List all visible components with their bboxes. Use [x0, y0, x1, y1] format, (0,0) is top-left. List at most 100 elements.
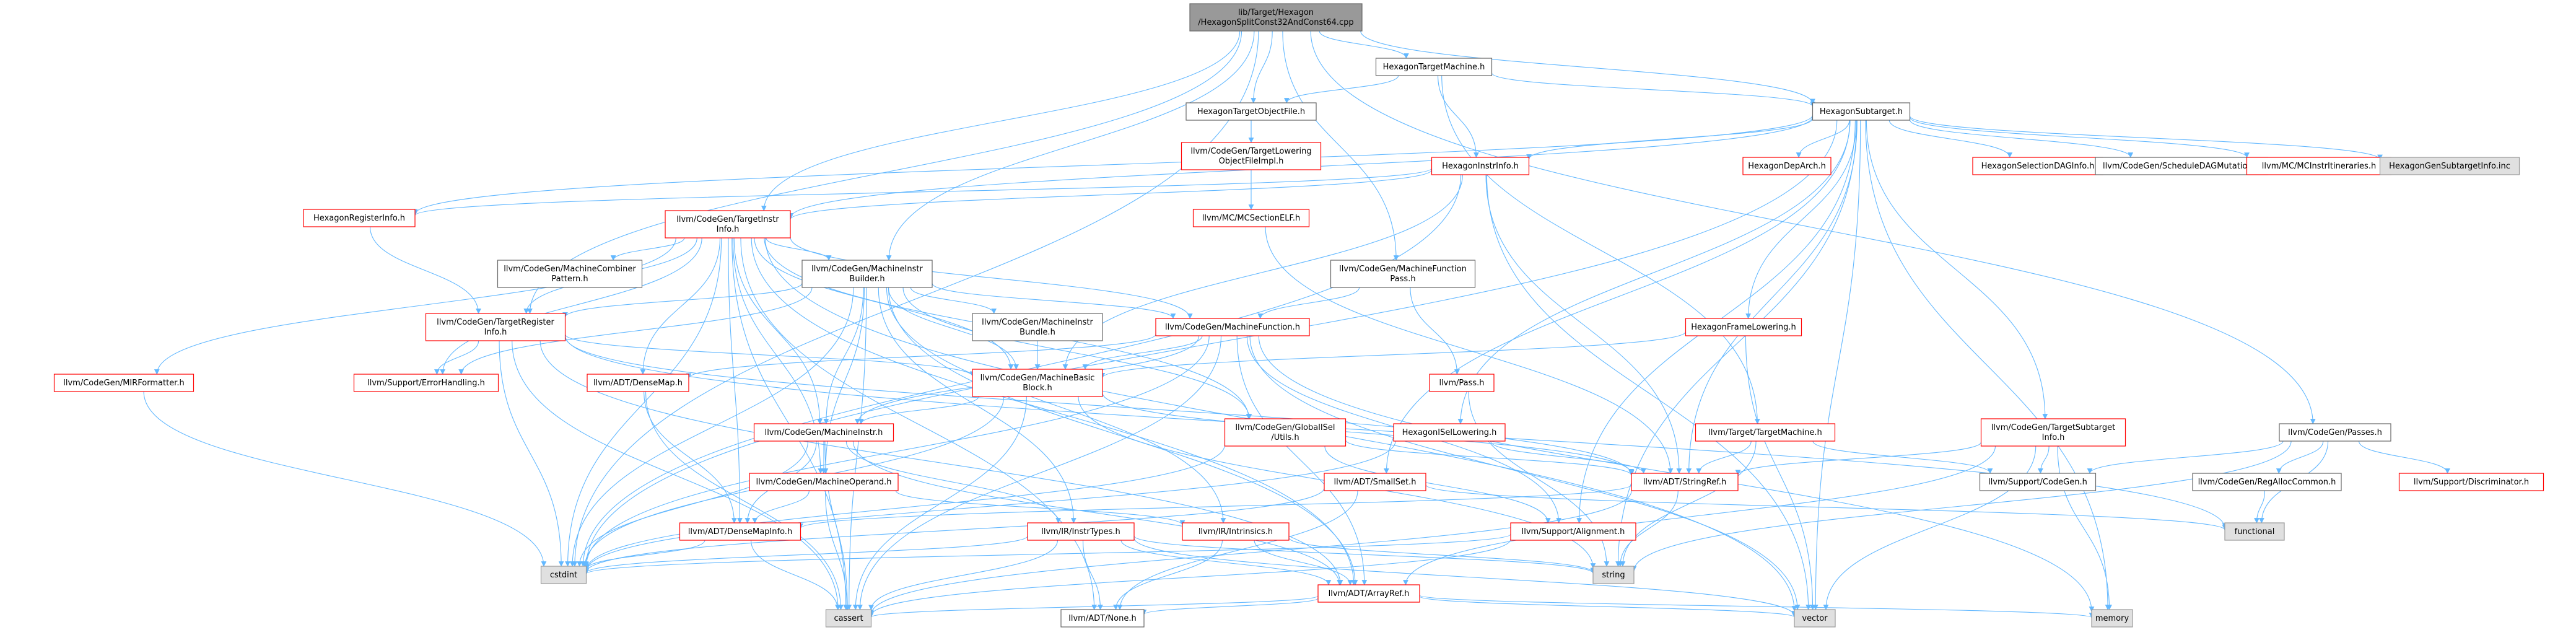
- node-label: llvm/CodeGen/MachineCombiner: [504, 265, 636, 274]
- node-mo[interactable]: llvm/CodeGen/MachineOperand.h: [749, 473, 899, 491]
- node-none[interactable]: llvm/ADT/None.h: [1060, 609, 1145, 628]
- node-mcinstrit[interactable]: llvm/MC/MCInstrItineraries.h: [2246, 157, 2392, 175]
- node-hri[interactable]: HexagonRegisterInfo.h: [303, 209, 416, 227]
- node-hii[interactable]: HexagonInstrInfo.h: [1431, 157, 1530, 175]
- node-label: llvm/CodeGen/TargetSubtarget: [1991, 423, 2115, 432]
- node-hseldag[interactable]: HexagonSelectionDAGInfo.h: [1972, 157, 2103, 175]
- edge-tsi-to-supcg: [2037, 445, 2050, 474]
- node-box: [679, 522, 801, 541]
- edge-mib-to-mibundle: [910, 287, 997, 314]
- node-label: lib/Target/Hexagon: [1238, 8, 1314, 17]
- edge-mf-to-arrayref: [1236, 335, 1368, 585]
- edge-mbb-to-stringref: [1102, 393, 1635, 475]
- edge-mbb-to-mi: [858, 396, 979, 424]
- node-label: Info.h: [2042, 433, 2065, 442]
- node-hst[interactable]: HexagonSubtarget.h: [1812, 102, 1911, 121]
- node-densemap[interactable]: llvm/ADT/DenseMap.h: [587, 374, 689, 392]
- node-label: llvm/IR/InstrTypes.h: [1041, 527, 1120, 536]
- node-supcg[interactable]: llvm/Support/CodeGen.h: [1979, 473, 2097, 491]
- edge-passes-to-string: [1631, 440, 2292, 572]
- node-align[interactable]: llvm/Support/Alignment.h: [1510, 522, 1636, 541]
- node-label: llvm/Support/ErrorHandling.h: [367, 379, 485, 388]
- edge-hst-to-hdeparch: [1796, 120, 1850, 158]
- node-label: Info.h: [484, 328, 507, 337]
- node-box: [2091, 609, 2133, 628]
- node-pass[interactable]: llvm/Pass.h: [1429, 374, 1495, 392]
- node-gisel[interactable]: llvm/CodeGen/GlobalISel/Utils.h: [1224, 418, 1347, 447]
- node-passes[interactable]: llvm/CodeGen/Passes.h: [2279, 423, 2391, 442]
- node-label: llvm/Support/Discriminator.h: [2414, 478, 2529, 487]
- node-label: llvm/CodeGen/MachineInstr.h: [765, 428, 883, 437]
- edge-root-to-hst: [1360, 30, 1815, 105]
- edge-mf-to-cstdint: [583, 335, 1210, 567]
- edge-mib-to-errh: [458, 287, 813, 375]
- edge-mf-to-densemap: [686, 334, 1156, 379]
- node-root[interactable]: lib/Target/Hexagon/HexagonSplitConst32An…: [1189, 3, 1363, 32]
- node-mirf[interactable]: llvm/CodeGen/MIRFormatter.h: [53, 374, 194, 392]
- edge-mf-to-vector: [1249, 335, 1801, 610]
- edge-tii-to-mirf: [154, 237, 676, 375]
- node-irit[interactable]: llvm/IR/InstrTypes.h: [1027, 522, 1135, 541]
- edge-htm-to-htof: [1284, 75, 1399, 103]
- edge-layer: [143, 30, 2450, 618]
- node-cgsdagmut[interactable]: llvm/CodeGen/ScheduleDAGMutation.h: [2095, 157, 2268, 175]
- node-box: [665, 210, 791, 239]
- node-label: vector: [1802, 614, 1828, 623]
- edge-htm-to-hii: [1438, 75, 1479, 158]
- edge-mi-to-cstdint: [577, 440, 808, 567]
- edge-hst-to-stringref: [1686, 120, 1858, 474]
- node-label: llvm/ADT/StringRef.h: [1643, 478, 1726, 487]
- edge-htm-to-hst: [1491, 72, 1815, 107]
- edge-iri-to-none: [1113, 540, 1223, 610]
- node-hfl[interactable]: HexagonFrameLowering.h: [1685, 318, 1802, 336]
- node-box: [587, 374, 689, 392]
- node-ttm[interactable]: llvm/Target/TargetMachine.h: [1695, 423, 1836, 442]
- node-htm[interactable]: HexagonTargetMachine.h: [1375, 58, 1493, 76]
- edge-mib-to-cassert: [846, 287, 867, 610]
- edge-root-to-mfp: [1282, 30, 1399, 261]
- edge-tsi-to-arrayref: [1403, 445, 1996, 585]
- node-box: [1979, 473, 2097, 491]
- node-mi[interactable]: llvm/CodeGen/MachineInstr.h: [753, 423, 894, 442]
- node-arrayref[interactable]: llvm/ADT/ArrayRef.h: [1317, 584, 1420, 603]
- edge-tri-to-errh: [434, 340, 479, 375]
- node-box: [497, 260, 643, 288]
- node-iri[interactable]: llvm/IR/Intrinsics.h: [1182, 522, 1290, 541]
- edge-mcselfh-to-stringref: [1265, 226, 1674, 474]
- edge-dmi-to-cstdint: [583, 540, 705, 570]
- node-box: [540, 566, 587, 584]
- node-errh[interactable]: llvm/Support/ErrorHandling.h: [353, 374, 499, 392]
- node-box: [1794, 609, 1836, 628]
- node-discr[interactable]: llvm/Support/Discriminator.h: [2398, 473, 2544, 491]
- node-smallset[interactable]: llvm/ADT/SmallSet.h: [1324, 473, 1426, 491]
- node-dmi[interactable]: llvm/ADT/DenseMapInfo.h: [679, 522, 801, 541]
- node-mf[interactable]: llvm/CodeGen/MachineFunction.h: [1155, 318, 1310, 336]
- node-label: Block.h: [1023, 383, 1052, 393]
- node-htof[interactable]: HexagonTargetObjectFile.h: [1185, 102, 1317, 121]
- node-regalloc[interactable]: llvm/CodeGen/RegAllocCommon.h: [2192, 473, 2342, 491]
- node-box: [1330, 260, 1476, 288]
- node-mcselfh[interactable]: llvm/MC/MCSectionELF.h: [1192, 209, 1310, 227]
- node-hisell[interactable]: HexagonISelLowering.h: [1393, 423, 1506, 442]
- edge-mi-to-cassert: [824, 440, 850, 610]
- node-label: llvm/CodeGen/MachineFunction: [1339, 265, 1467, 274]
- edge-passes-to-supcg: [2087, 440, 2284, 474]
- node-cgtlof[interactable]: llvm/CodeGen/TargetLoweringObjectFileImp…: [1181, 142, 1322, 170]
- node-box: [2224, 522, 2285, 541]
- node-functional: functional: [2224, 522, 2285, 541]
- edge-tii-to-mf: [790, 237, 1193, 319]
- node-box: [972, 369, 1103, 397]
- node-label: HexagonSubtarget.h: [1820, 107, 1903, 116]
- node-hdeparch[interactable]: HexagonDepArch.h: [1742, 157, 1832, 175]
- node-stringref[interactable]: llvm/ADT/StringRef.h: [1631, 473, 1739, 491]
- edge-stringref-to-dmi: [798, 484, 1632, 529]
- edge-dmi-to-cassert: [750, 540, 840, 610]
